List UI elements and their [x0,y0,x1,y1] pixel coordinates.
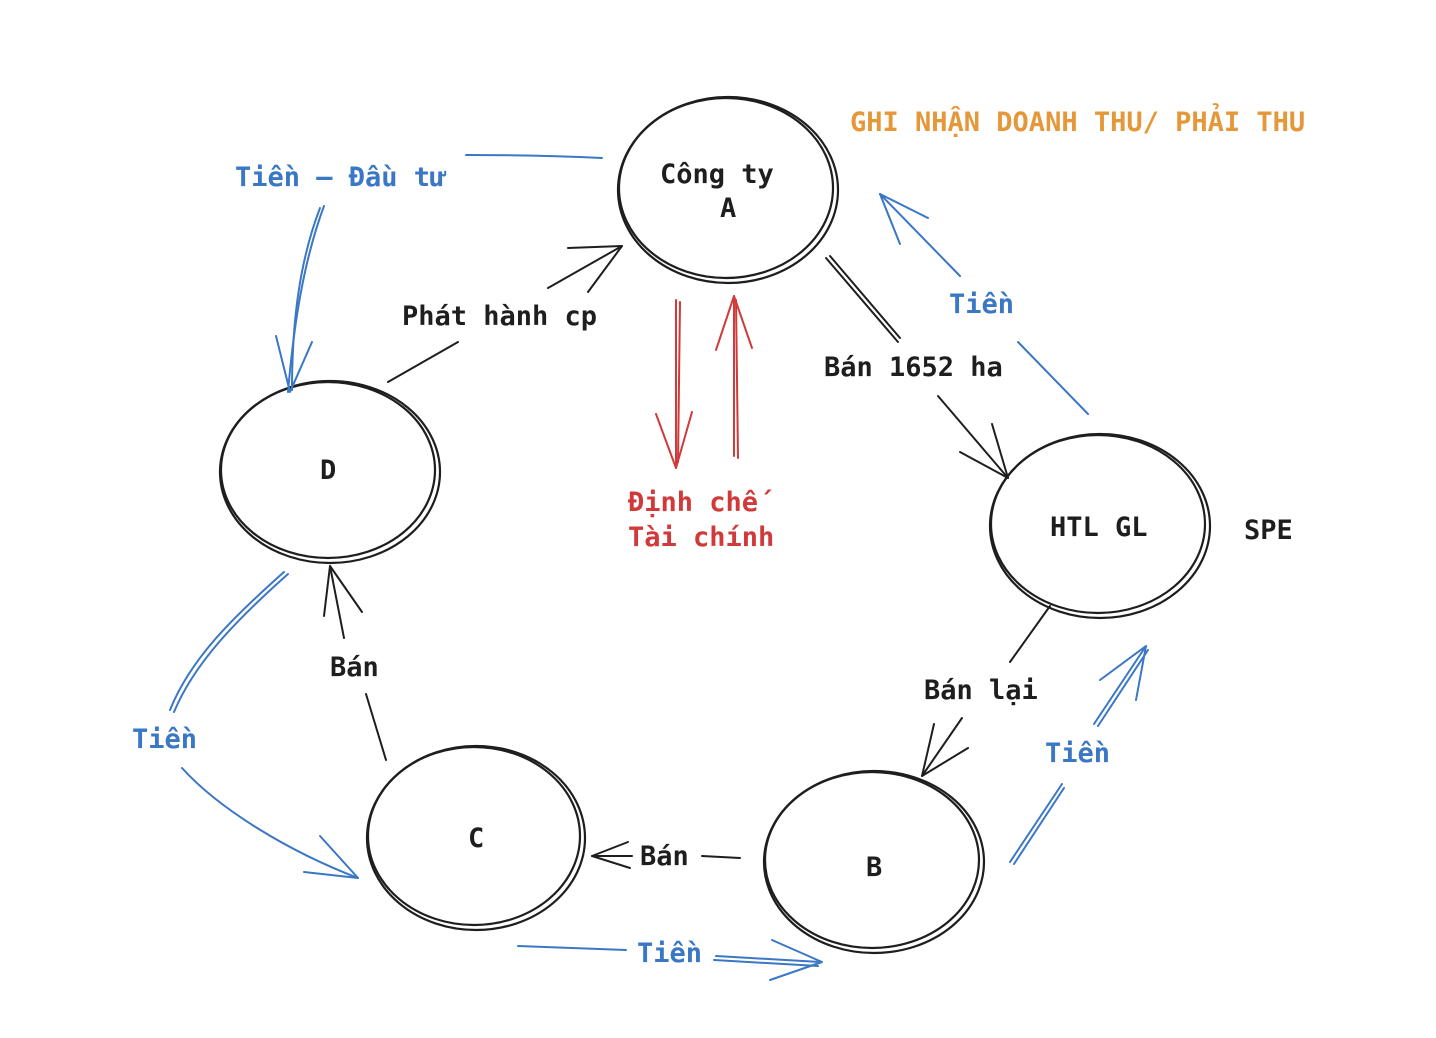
diagram-title: GHI NHẬN DOANH THU/ PHẢI THU [850,103,1305,138]
node-d [218,379,442,565]
node-b [762,769,986,955]
edge-c-to-d-sell [323,565,387,761]
edge-htl-to-a-money [879,193,1089,415]
edge-a-to-d-money [275,154,603,393]
edge-label-htl-to-a-money: Tiền [949,289,1014,320]
edge-a-to-financial [655,299,693,469]
node-d-label: D [320,455,336,486]
edge-label-c-to-d-sell: Bán [330,652,379,683]
node-b-label: B [866,852,882,883]
edge-label-b-to-c-sell: Bán [640,841,689,872]
edge-label-a-to-htl-sell: Bán 1652 ha [824,352,1003,383]
financial-institution-label-line2: Tài chính [628,522,774,553]
edge-htl-to-b-resell [921,605,1051,777]
node-company-a-label-line2: A [720,193,736,224]
edge-b-to-htl-money [1009,645,1149,865]
edge-label-htl-to-b-resell: Bán lại [924,675,1038,706]
edge-label-d-to-a-issue: Phát hành cp [402,301,597,332]
spe-label: SPE [1244,515,1293,546]
edge-d-to-a-issue [387,245,623,383]
edge-label-c-to-b-money: Tiền [637,938,702,969]
node-htl-gl [988,432,1212,620]
edge-a-to-htl-sell [825,255,1009,479]
node-c [365,744,587,932]
edge-label-b-to-htl-money: Tiền [1045,738,1110,769]
node-c-label: C [468,823,484,854]
edge-label-d-to-c-money: Tiền [132,724,197,755]
edge-financial-to-a [715,295,753,459]
node-company-a [616,95,840,285]
edge-b-to-c-sell [591,841,741,869]
financial-institution-label-line1: Định chế [628,487,772,518]
edge-label-a-to-d-money: Tiền – Đầu tư [235,162,447,193]
node-htl-gl-label: HTL GL [1050,512,1148,543]
node-company-a-label-line1: Công ty [660,159,774,190]
edge-c-to-b-money [517,939,823,981]
edge-d-to-c-money [169,571,359,879]
